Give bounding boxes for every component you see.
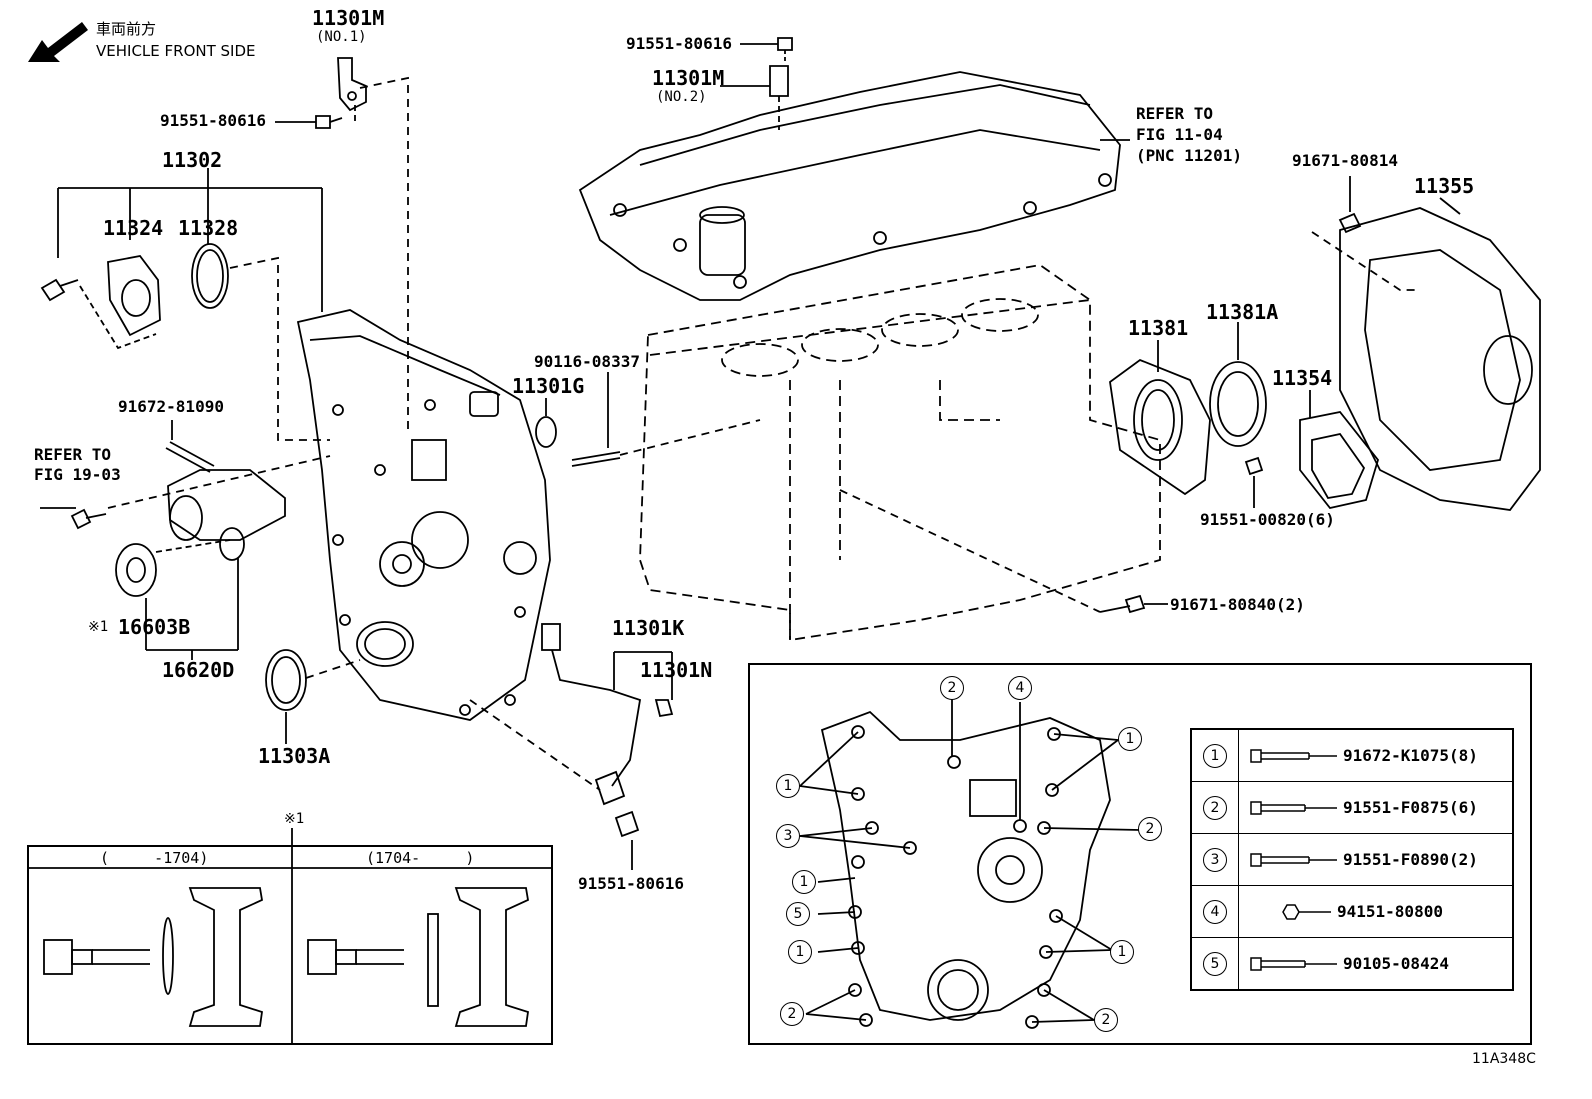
part-label-91671-80814[interactable]: 91671-80814: [1292, 151, 1398, 170]
part-label-11301g[interactable]: 11301G: [512, 374, 585, 398]
legend-row: 1 91672-K1075(8): [1192, 730, 1512, 782]
vehicle-front-arrow-icon: [28, 22, 88, 62]
part-label-11301m-no1[interactable]: 11301M: [312, 6, 385, 30]
part-label-91551-80616-b[interactable]: 91551-80616: [626, 34, 732, 53]
cylinder-block: [639, 264, 1161, 642]
part-label-90116-08337[interactable]: 90116-08337: [534, 352, 640, 371]
variant-comparison-table: [27, 828, 553, 1045]
bolt-legend-table: 1 91672-K1075(8) 2 91551-F0875(6) 3 9155…: [1190, 728, 1514, 991]
inset-timing-cover: [799, 696, 1141, 1029]
callout-2: 2: [1094, 1008, 1118, 1032]
stud-90116[interactable]: [571, 372, 761, 467]
vehicle-front-label-jp: 車両前方: [96, 20, 157, 38]
callout-3: 3: [776, 824, 800, 848]
note-mark-16603b: ※1: [88, 619, 109, 635]
part-label-11301k[interactable]: 11301K: [612, 616, 685, 640]
part-label-11381[interactable]: 11381: [1128, 316, 1189, 340]
part-label-11324[interactable]: 11324: [103, 216, 164, 240]
long-bolt-icon: [1250, 956, 1337, 971]
part-label-16620d[interactable]: 16620D: [162, 658, 235, 682]
part-label-11328[interactable]: 11328: [178, 216, 239, 240]
part-label-11381a[interactable]: 11381A: [1206, 300, 1279, 324]
bolt-location-inset: [748, 663, 1532, 1045]
part-label-91551-80616-a[interactable]: 91551-80616: [160, 111, 266, 130]
callout-1: 1: [792, 870, 816, 894]
callout-1: 1: [1110, 940, 1134, 964]
legend-row: 4 94151-80800: [1192, 886, 1512, 938]
part-label-91551-80616-c[interactable]: 91551-80616: [578, 874, 684, 893]
bolt-icon: [1250, 852, 1337, 867]
part-label-11303a[interactable]: 11303A: [258, 744, 331, 768]
bolt-91671-80840[interactable]: [839, 489, 1168, 614]
seal-retainer-11324[interactable]: [40, 255, 161, 350]
refer-fig-19-03-line1[interactable]: REFER TO: [34, 445, 112, 464]
note-mark-table: ※1: [284, 811, 305, 827]
part-label-no1: (NO.1): [316, 29, 367, 45]
range-header-before-1704: ( -1704): [100, 849, 209, 867]
part-label-91672-81090[interactable]: 91672-81090: [118, 397, 224, 416]
stud-nut-icon: [1282, 903, 1331, 920]
oring-11328[interactable]: [191, 243, 330, 441]
oil-seal-11303a[interactable]: [265, 649, 361, 744]
variant-left-parts: [43, 887, 264, 1027]
callout-1: 1: [776, 774, 800, 798]
legend-row: 2 91551-F0875(6): [1192, 782, 1512, 834]
variant-right-parts: [307, 887, 530, 1027]
part-label-11301m-no2[interactable]: 11301M: [652, 66, 725, 90]
crank-position-sensor-11301k[interactable]: [469, 623, 674, 870]
part-label-no2: (NO.2): [656, 89, 707, 105]
cam-position-sensor-no2[interactable]: [720, 37, 793, 130]
refer-fig-19-03-line2[interactable]: FIG 19-03: [34, 465, 121, 484]
timing-cover-callout-bracket: [57, 168, 323, 312]
legend-number: 5: [1203, 951, 1227, 976]
cylinder-head-cover: [578, 71, 1130, 301]
callout-2: 2: [940, 676, 964, 700]
legend-part-number[interactable]: 91672-K1075(8): [1343, 746, 1478, 765]
rear-oil-seal-retainer-11381[interactable]: [1109, 322, 1267, 508]
callout-2: 2: [1138, 817, 1162, 841]
legend-row: 5 90105-08424: [1192, 938, 1512, 989]
timing-chain-cover: [296, 309, 551, 721]
figure-code: 11A348C: [1472, 1051, 1536, 1067]
long-bolt-icon: [1250, 748, 1337, 763]
refer-fig-11-04-line3: (PNC 11201): [1136, 146, 1242, 165]
refer-fig-11-04-line1[interactable]: REFER TO: [1136, 104, 1214, 123]
part-label-11355[interactable]: 11355: [1414, 174, 1475, 198]
legend-number: 4: [1203, 899, 1227, 924]
bolt-icon: [1250, 800, 1337, 815]
part-label-91551-00820[interactable]: 91551-00820(6): [1200, 510, 1335, 529]
callout-1: 1: [1118, 727, 1142, 751]
legend-number: 1: [1203, 743, 1227, 768]
legend-part-number[interactable]: 94151-80800: [1337, 902, 1443, 921]
part-label-91671-80840[interactable]: 91671-80840(2): [1170, 595, 1305, 614]
legend-part-number[interactable]: 91551-F0890(2): [1343, 850, 1478, 869]
legend-number: 2: [1203, 795, 1227, 820]
legend-row: 3 91551-F0890(2): [1192, 834, 1512, 886]
engine-end-plate-11355[interactable]: [1311, 176, 1541, 511]
range-header-after-1704: (1704- ): [366, 849, 475, 867]
part-label-16603b[interactable]: 16603B: [118, 615, 191, 639]
legend-number: 3: [1203, 847, 1227, 872]
part-label-11301n[interactable]: 11301N: [640, 658, 713, 682]
callout-2: 2: [780, 1002, 804, 1026]
refer-fig-11-04-line2[interactable]: FIG 11-04: [1136, 125, 1223, 144]
legend-part-number[interactable]: 91551-F0875(6): [1343, 798, 1478, 817]
callout-4: 4: [1008, 676, 1032, 700]
rear-cover-plate-11354[interactable]: [1299, 390, 1379, 510]
callout-5: 5: [786, 902, 810, 926]
legend-part-number[interactable]: 90105-08424: [1343, 954, 1449, 973]
cam-position-sensor-no1[interactable]: [275, 57, 409, 432]
part-label-11302[interactable]: 11302: [162, 148, 223, 172]
vehicle-front-label-en: VEHICLE FRONT SIDE: [96, 42, 256, 60]
oring-11301g[interactable]: [535, 398, 557, 448]
part-label-11354[interactable]: 11354: [1272, 366, 1333, 390]
callout-1: 1: [788, 940, 812, 964]
belt-tensioner-assembly[interactable]: [40, 420, 331, 660]
